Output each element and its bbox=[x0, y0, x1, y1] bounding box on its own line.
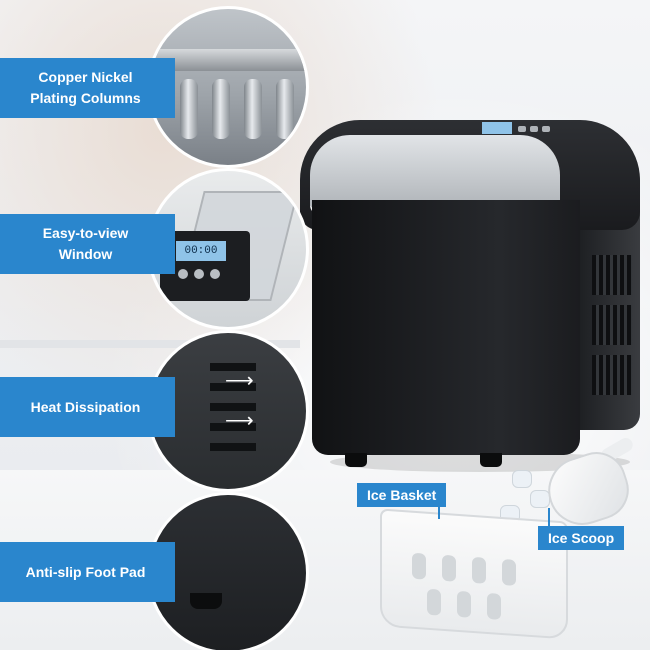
vent-slat bbox=[210, 363, 256, 371]
basket-slot bbox=[457, 590, 471, 618]
callout-easy-view-window: Easy-to-view Window bbox=[0, 214, 175, 274]
callout-copper-columns: Copper Nickel Plating Columns bbox=[0, 58, 175, 118]
scoop-pointer bbox=[548, 508, 550, 526]
ice-scoop-label: Ice Scoop bbox=[538, 526, 625, 550]
basket-slot bbox=[502, 558, 516, 586]
side-vent-grille bbox=[592, 305, 632, 345]
panel-button bbox=[194, 269, 204, 279]
machine-foot bbox=[480, 453, 502, 467]
plating-column bbox=[180, 79, 198, 139]
ice-cube bbox=[512, 470, 532, 488]
vent-slat bbox=[210, 443, 256, 451]
control-panel: 00:00 bbox=[160, 231, 250, 301]
vent-slat bbox=[210, 383, 256, 391]
callout-foot-pad: Anti-slip Foot Pad bbox=[0, 542, 175, 602]
plating-column bbox=[244, 79, 262, 139]
machine-foot bbox=[345, 453, 367, 467]
background-shelf bbox=[0, 340, 300, 348]
callout-label: Anti-slip Foot Pad bbox=[25, 563, 146, 580]
callout-label: Easy-to-view bbox=[42, 225, 129, 241]
side-vent-grille bbox=[592, 355, 632, 395]
top-button bbox=[530, 126, 538, 132]
basket-slot bbox=[412, 552, 426, 580]
airflow-arrow-icon: ⟶ bbox=[225, 370, 254, 392]
top-display bbox=[482, 122, 512, 134]
basket-slot bbox=[442, 554, 456, 582]
vent-slat bbox=[210, 423, 256, 431]
ice-basket-label: Ice Basket bbox=[357, 483, 447, 507]
anti-slip-foot bbox=[190, 593, 222, 609]
side-vent-grille bbox=[592, 255, 632, 295]
basket-slot bbox=[472, 556, 486, 584]
panel-button bbox=[210, 269, 220, 279]
basket-slot bbox=[427, 588, 441, 616]
top-button bbox=[518, 126, 526, 132]
basket-slot bbox=[487, 592, 501, 620]
lcd-display: 00:00 bbox=[176, 241, 226, 261]
basket-pointer bbox=[438, 507, 440, 519]
callout-label: Window bbox=[58, 246, 113, 262]
callout-heat-dissipation: Heat Dissipation bbox=[0, 377, 175, 437]
callout-label: Heat Dissipation bbox=[30, 398, 141, 415]
panel-button bbox=[178, 269, 188, 279]
vent-slat bbox=[210, 403, 256, 411]
callout-label: Copper Nickel bbox=[38, 69, 133, 85]
top-button bbox=[542, 126, 550, 132]
plating-column bbox=[212, 79, 230, 139]
callout-label: Plating Columns bbox=[30, 90, 141, 106]
detail-copper-columns bbox=[147, 6, 309, 168]
plating-column bbox=[276, 79, 294, 139]
mold-rail bbox=[150, 49, 306, 71]
ice-cube bbox=[530, 490, 550, 508]
machine-front-panel bbox=[312, 200, 580, 455]
airflow-arrow-icon: ⟶ bbox=[225, 410, 254, 432]
